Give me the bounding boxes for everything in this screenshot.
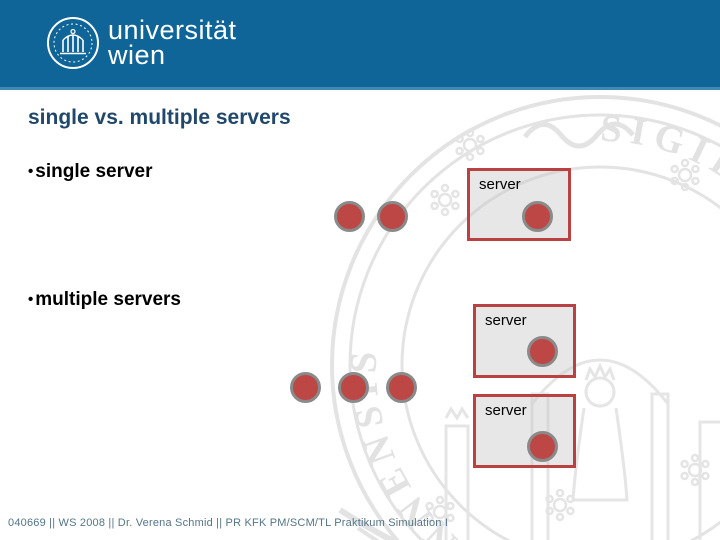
server-box-label: server	[479, 176, 521, 193]
customer-circle	[338, 372, 369, 403]
customer-circle	[334, 201, 365, 232]
customer-in-server-circle	[522, 201, 553, 232]
customer-in-server-circle	[527, 336, 558, 367]
university-logo: universität wien	[46, 16, 237, 70]
bullet-multiple-servers: •multiple servers	[28, 289, 181, 311]
university-wordmark: universität wien	[108, 15, 237, 70]
wordmark-line2: wien	[108, 40, 166, 70]
server-box-label: server	[485, 402, 527, 419]
server-box-single: server	[467, 168, 571, 241]
footer-credits: 040669 || WS 2008 || Dr. Verena Schmid |…	[8, 517, 449, 529]
wordmark-line1: universität	[108, 15, 237, 46]
bullet-single-server-label: single server	[35, 161, 153, 182]
slide-title: single vs. multiple servers	[28, 106, 291, 129]
bullet-icon: •	[28, 291, 34, 308]
university-seal-logo-icon	[47, 17, 99, 69]
server-box-label: server	[485, 312, 527, 329]
header-bar: universität wien	[0, 0, 720, 90]
server-box-multiple-2: server	[473, 394, 576, 468]
customer-circle	[290, 372, 321, 403]
bullet-multiple-servers-label: multiple servers	[35, 289, 182, 310]
server-box-multiple-1: server	[473, 304, 576, 378]
bullet-icon: •	[28, 163, 34, 180]
bullet-single-server: •single server	[28, 161, 153, 183]
customer-circle	[377, 201, 408, 232]
customer-in-server-circle	[527, 431, 558, 462]
customer-circle	[386, 372, 417, 403]
